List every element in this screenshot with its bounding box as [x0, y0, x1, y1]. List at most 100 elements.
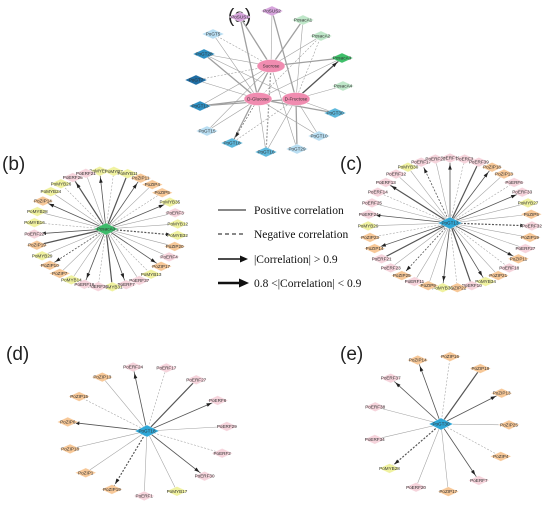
node-poerf7 [468, 475, 490, 486]
edge-a-d-fructose-pogt28 [203, 53, 297, 100]
node-label-pomyb12: PoMYB12 [167, 221, 188, 226]
edge-d-poerf1 [143, 430, 148, 496]
node-pozip19 [469, 363, 492, 374]
network-c: PoERF40PoERF3PoERF39PoZIP18PoZIP13PoERF6… [357, 153, 543, 293]
node-poerf32 [521, 220, 543, 231]
node-poerf6 [206, 395, 229, 406]
node-label-pozip19: PoZIP19 [471, 366, 489, 371]
node-label-pozip6: PoZIP6 [60, 419, 76, 424]
node-label-pozip16: PoZIP16 [441, 354, 459, 359]
legend-negative-label: Negative correlation [254, 229, 348, 241]
node-label-pogt7: PoGT7 [189, 78, 204, 83]
node-label-pomyb13: PoMYB13 [141, 272, 162, 277]
edge-a-d-glucose-pogt16 [257, 98, 267, 153]
node-label-pozip5: PoZIP5 [524, 212, 540, 217]
node-pozip17 [437, 486, 460, 497]
node-label-pozip17: PoZIP17 [439, 489, 457, 494]
edge-c-poerf32 [449, 222, 532, 227]
node-poerf21 [74, 168, 97, 179]
node-pozip9 [417, 280, 440, 291]
node-label-pozip13: PoZIP13 [93, 375, 111, 380]
node-pozip19 [519, 232, 541, 243]
edge-c-poerf25 [371, 202, 451, 224]
node-pozip5 [151, 187, 174, 198]
node-label-poerf24: PoERF24 [359, 212, 379, 217]
node-pogt13 [437, 216, 463, 230]
node-pozip1 [74, 467, 97, 478]
panel-letter-d: (d) [6, 344, 29, 365]
node-label-poerf7: PoERF7 [117, 282, 135, 287]
node-label-pozip18: PoZIP18 [483, 165, 501, 170]
node-label-pozip4: PoZIP4 [145, 182, 161, 187]
node-label-pogt18: PoGT18 [138, 429, 156, 434]
node-poerf11 [403, 276, 426, 287]
edge-b-pomyb3 [105, 171, 115, 230]
node-poerf14 [366, 187, 389, 198]
edge-b-poerf37 [105, 228, 140, 281]
node-label-poerf30: PoERF30 [195, 474, 215, 479]
edge-b-pozip10 [49, 228, 107, 266]
edge-c-poerf10 [449, 222, 473, 286]
edge-c-pozip18 [449, 166, 493, 224]
node-poerf4 [158, 251, 180, 262]
node-label-poerf29: PoERF29 [217, 424, 237, 429]
arrowhead-b-pozip14 [48, 203, 55, 208]
edge-e-poerf38 [375, 406, 442, 425]
node-label-pozip19: PoZIP19 [521, 235, 539, 240]
node-pogt15 [195, 125, 219, 137]
node-pomyb28 [378, 463, 401, 474]
node-label-pozip19: PoZIP19 [28, 243, 46, 248]
node-label-pomyb29: PoMYB29 [32, 253, 53, 258]
node-label-pomyb16: PoMYB16 [24, 220, 45, 225]
edge-d-poerf17 [146, 367, 167, 432]
edge-c-pozip23 [370, 222, 451, 238]
node-pozip5 [520, 209, 543, 220]
node-label-pomyb14: PoMYB14 [61, 277, 82, 282]
edge-e-pozip4 [440, 423, 501, 457]
node-label-pozip11: PoZIP11 [510, 256, 528, 261]
node-label-pomyb32: PoMYB32 [167, 233, 188, 238]
node-pogt18 [134, 424, 160, 438]
node-label-pozip4: PoZIP4 [493, 454, 509, 459]
node-pomyb17 [166, 486, 188, 497]
node-pomyb14 [60, 274, 83, 285]
edge-d-poerf2 [146, 430, 223, 454]
edge-c-poerf18 [449, 222, 510, 269]
edge-b-pomyb32 [105, 228, 178, 236]
edge-c-poerf39 [449, 161, 480, 224]
node-label-poerf10: PoERF10 [462, 283, 482, 288]
edge-b-pomyb11 [105, 173, 129, 230]
node-label-pomyb35: PoMYB35 [160, 200, 181, 205]
node-label-pogt28: PoGT28 [195, 52, 213, 57]
node-label-pozip17: PoZIP17 [152, 264, 170, 269]
node-pozip13 [490, 388, 513, 399]
node-label-poerf27: PoERF27 [186, 377, 206, 382]
node-label-pozip20: PoZIP20 [166, 244, 184, 249]
node-label-pozip9: PoZIP9 [421, 283, 437, 288]
edge-c-poerf23 [390, 222, 451, 269]
edge-d-poerf30 [146, 430, 205, 477]
node-pozip19 [26, 240, 48, 251]
edge-c-pozip25 [401, 222, 451, 276]
node-label-poerf3: PoERF3 [456, 157, 474, 162]
node-pogt16 [254, 146, 278, 158]
edge-b-poerf22 [34, 228, 107, 235]
node-poerf18 [498, 262, 521, 273]
node-pogt5 [201, 28, 225, 40]
node-label-poerf20: PoERF20 [406, 485, 426, 490]
node-label-poerf4: PoERF4 [160, 254, 178, 259]
node-label-pozip10: PoZIP10 [41, 263, 59, 268]
node-poerf21 [370, 253, 393, 264]
node-label-pomyb34: PoMYB34 [475, 279, 496, 284]
node-label-pozip14: PoZIP14 [409, 358, 427, 363]
node-label-poerf36: PoERF36 [88, 284, 108, 289]
node-label-pogt29: PoGT29 [288, 147, 306, 152]
arrowhead-e-poerf37 [395, 382, 401, 388]
node-label-pomyb30: PoMYB30 [398, 165, 419, 170]
node-posaca4 [331, 80, 355, 92]
edge-c-pozip11 [449, 222, 519, 260]
arrowhead-c-pozip18 [483, 172, 489, 178]
node-label-poerf17: PoERF17 [156, 365, 176, 370]
arrowhead-d-pozip6 [74, 421, 80, 426]
node-poerf38 [364, 401, 387, 412]
